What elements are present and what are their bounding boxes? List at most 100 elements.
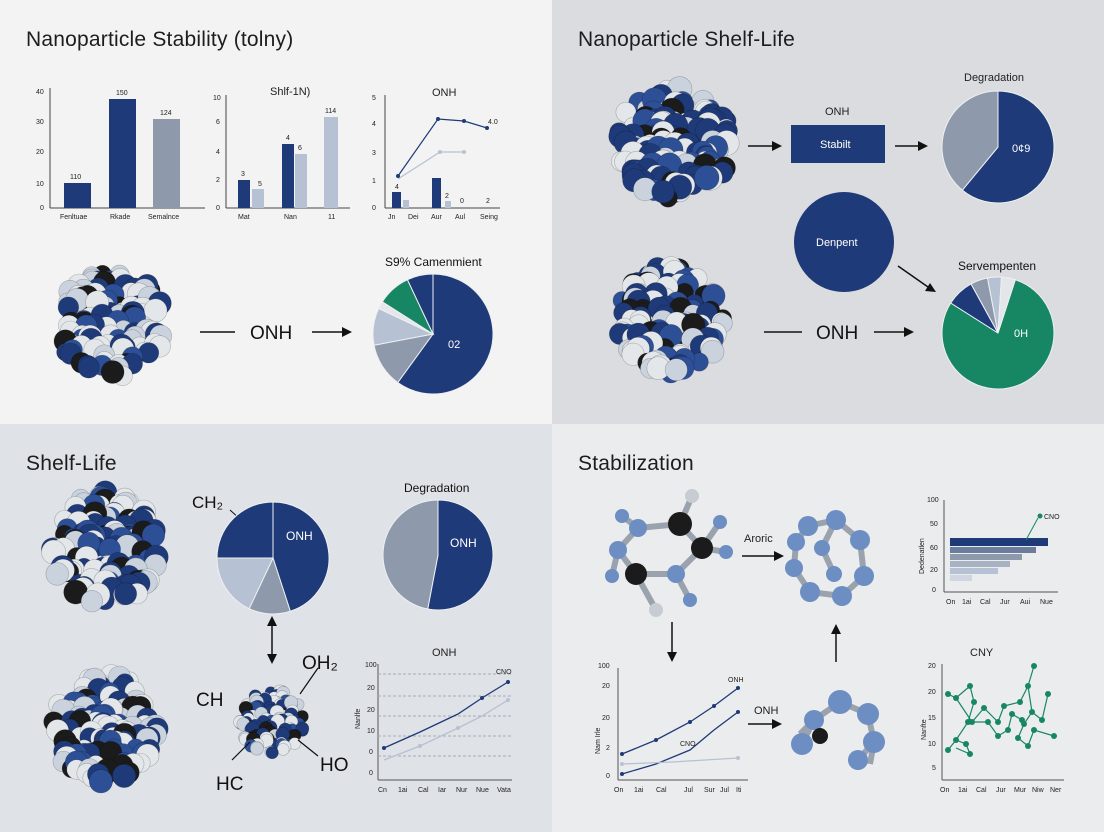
pie-slice	[427, 499, 494, 611]
category-label: Cn	[378, 787, 387, 794]
pie-slice	[997, 276, 1016, 334]
pie-label: ONH	[450, 536, 477, 550]
category-label: Aui	[1020, 599, 1031, 606]
category-label: On	[946, 599, 955, 606]
category-label: Rkade	[110, 214, 130, 221]
atom	[88, 769, 113, 794]
pie-slice	[406, 273, 434, 335]
bar	[950, 568, 998, 574]
tick-label: 20	[928, 689, 936, 696]
tick-label: 0	[40, 205, 44, 212]
pie-chart	[372, 273, 494, 395]
bar	[324, 117, 338, 208]
tick-label: 5	[932, 765, 936, 772]
tick-label: 20	[928, 663, 936, 670]
pie-slice	[382, 499, 439, 610]
bar	[153, 119, 180, 208]
category-label: Ner	[1050, 787, 1062, 794]
nanoparticle-cluster	[608, 76, 740, 208]
atom	[249, 741, 264, 756]
series-line	[621, 757, 739, 765]
bar-label: 150	[116, 90, 128, 97]
legend-marker	[1037, 513, 1043, 519]
category-label: Nue	[1040, 599, 1053, 606]
category-label: Nan	[284, 214, 297, 221]
panel-graphics: 40 30 20 10 0 110 150 124 Fenltuae Rkade…	[36, 86, 500, 395]
hbar-chart: 100 50 60 20 0 Dedenatlen CNO On 1ai Cal…	[919, 497, 1060, 606]
tick-label: 10	[213, 95, 221, 102]
panel-shelf-life: Shelf-Life CH₂ ONH Degradation ONH OH₂ C…	[0, 424, 552, 832]
chart-title: ONH	[432, 647, 457, 659]
tick-label: 5	[372, 95, 376, 102]
pie-label: 02	[448, 339, 460, 351]
tick-label: 100	[927, 497, 939, 504]
bar	[252, 189, 264, 208]
category-label: Jur	[996, 787, 1006, 794]
category-label: Seing	[480, 214, 498, 221]
category-label: Fenltuae	[60, 214, 87, 221]
nanoparticle-cluster	[53, 264, 173, 387]
series-label: CNO	[496, 669, 512, 676]
category-label: Aur	[431, 214, 443, 221]
circle-label: Denpent	[816, 237, 858, 249]
tick-label: 20	[367, 685, 375, 692]
tick-label: 0	[369, 749, 373, 756]
tick-label: 20	[602, 715, 610, 722]
tick-label: 40	[36, 89, 44, 96]
category-label: Cal	[418, 787, 429, 794]
tick-label: 30	[36, 119, 44, 126]
double-arrow-icon	[267, 616, 277, 626]
atom	[80, 590, 103, 613]
molecule-label: HO	[320, 755, 349, 776]
bar-label: 114	[325, 108, 336, 115]
atom	[651, 179, 675, 204]
category-label: Cal	[656, 787, 667, 794]
tick-label: 20	[367, 707, 375, 714]
panel-nanoparticle-stability: Nanoparticle Stability (tolny) 40 30 20 …	[0, 0, 552, 424]
bar-label: 5	[258, 181, 262, 188]
bar	[295, 154, 307, 208]
atom	[100, 360, 125, 384]
box-label: Stabilt	[820, 139, 851, 151]
line-chart-onh: 100 20 20 2 0 Nam Irle ONH CNO On 1ai Ca…	[595, 663, 748, 794]
tick-label: 100	[365, 662, 377, 669]
tick-label: 0	[606, 773, 610, 780]
flow-label: ONH	[816, 323, 858, 344]
atom	[664, 358, 688, 382]
category-label: Dei	[408, 214, 419, 221]
pie-title: S9% Camenmient	[385, 255, 482, 269]
tick-label: 15	[928, 715, 936, 722]
molecule-label: CH	[196, 690, 223, 711]
tick-label: 10	[367, 728, 375, 735]
chart-title: Shlf-1N)	[270, 86, 310, 98]
arrow-label: Aroric	[744, 533, 773, 545]
atom	[114, 582, 138, 606]
flow-label: ONH	[754, 705, 779, 717]
bar-label: 6	[298, 145, 302, 152]
category-label: Iar	[438, 787, 447, 794]
category-label: Iti	[736, 787, 742, 794]
category-label: Mat	[238, 214, 250, 221]
chart-title: ONH	[432, 87, 457, 99]
data-label: 2	[445, 193, 449, 200]
y-axis-label: Nanfte	[921, 719, 928, 740]
category-label: Niw	[1032, 787, 1045, 794]
bar	[403, 200, 409, 208]
category-label: 1ai	[962, 599, 972, 606]
arrow-icon	[774, 551, 784, 561]
series-line	[621, 711, 739, 775]
category-label: Jur	[1000, 599, 1010, 606]
arrow-icon	[925, 283, 936, 292]
bar	[950, 538, 1048, 546]
chain-molecule	[791, 690, 885, 770]
tick-label: 10	[36, 181, 44, 188]
pie-title: Servempenten	[958, 259, 1036, 273]
tick-label: 2	[216, 177, 220, 184]
pie-slice	[216, 557, 274, 610]
arrow-icon	[772, 719, 782, 729]
stability-box	[791, 125, 885, 163]
pie-slice	[961, 90, 1055, 204]
pie-chart-degradation	[382, 499, 494, 611]
series-line	[383, 681, 509, 749]
